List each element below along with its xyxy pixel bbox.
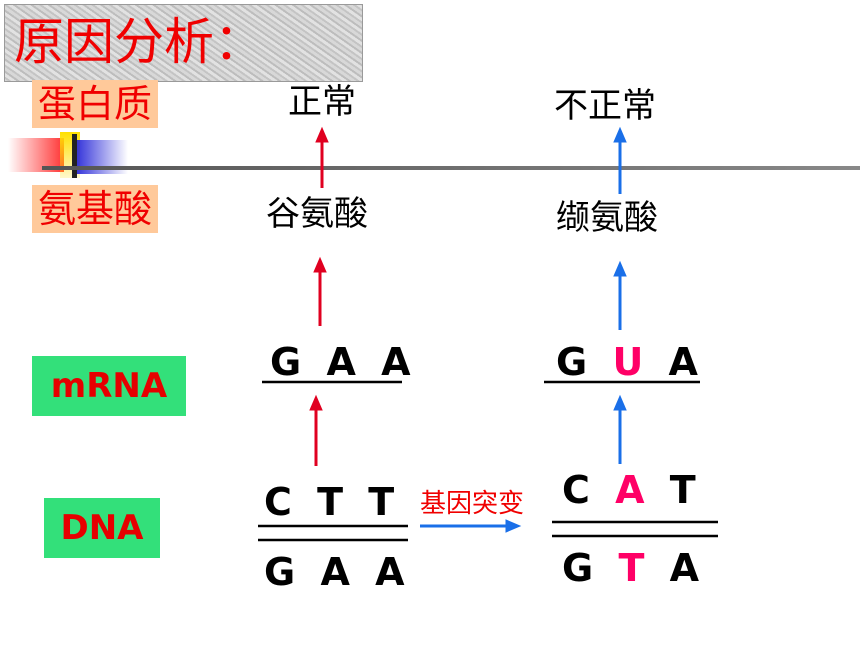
mutant-dna-top-seq: C A T [562,468,702,512]
title-banner [4,4,363,82]
base: C [264,480,298,524]
base: C [562,468,596,512]
arrow-normal-aa-to-protein [315,126,329,188]
mutated-base: U [612,340,650,384]
base: G [562,546,600,590]
mutant-dna-bottom-seq: G T A [562,546,705,590]
base: A [375,550,411,594]
base: T [317,480,350,524]
arrow-mutant-aa-to-protein [613,126,627,194]
arrow-mutation [420,519,522,533]
page-title: 原因分析： [14,13,264,71]
base: G [556,340,594,384]
base: A [326,340,362,384]
normal-protein: 正常 [288,82,356,122]
base: A [669,546,706,590]
arrow-mutant-mrna-to-aa [613,260,627,330]
mutant-amino-acid: 缬氨酸 [556,198,658,238]
mutation-label: 基因突变 [420,489,525,519]
mutant-protein: 不正常 [554,86,656,126]
base: G [270,340,308,384]
arrow-mutant-dna-to-mrna [613,394,627,464]
mutant-mrna-seq: G U A [556,340,704,384]
arrow-normal-dna-to-mrna [309,394,323,466]
mutated-base: A [615,468,651,512]
base: A [668,340,704,384]
normal-dna-bottom-seq: G A A [264,550,411,594]
row-divider [42,166,860,170]
label-dna: DNA [44,498,160,558]
base: T [368,480,401,524]
base: A [381,340,417,384]
arrow-normal-mrna-to-aa [313,256,327,326]
base: A [320,550,356,594]
label-amino-acid: 氨基酸 [32,185,159,233]
base: G [264,550,302,594]
decorative-bullet-icon [8,132,128,178]
normal-amino-acid: 谷氨酸 [266,194,368,234]
base: T [669,468,702,512]
mutated-base: T [618,546,651,590]
label-mrna: mRNA [32,356,186,416]
label-protein: 蛋白质 [32,80,159,128]
normal-mrna-seq: G A A [270,340,417,384]
normal-dna-top-seq: C T T [264,480,400,524]
